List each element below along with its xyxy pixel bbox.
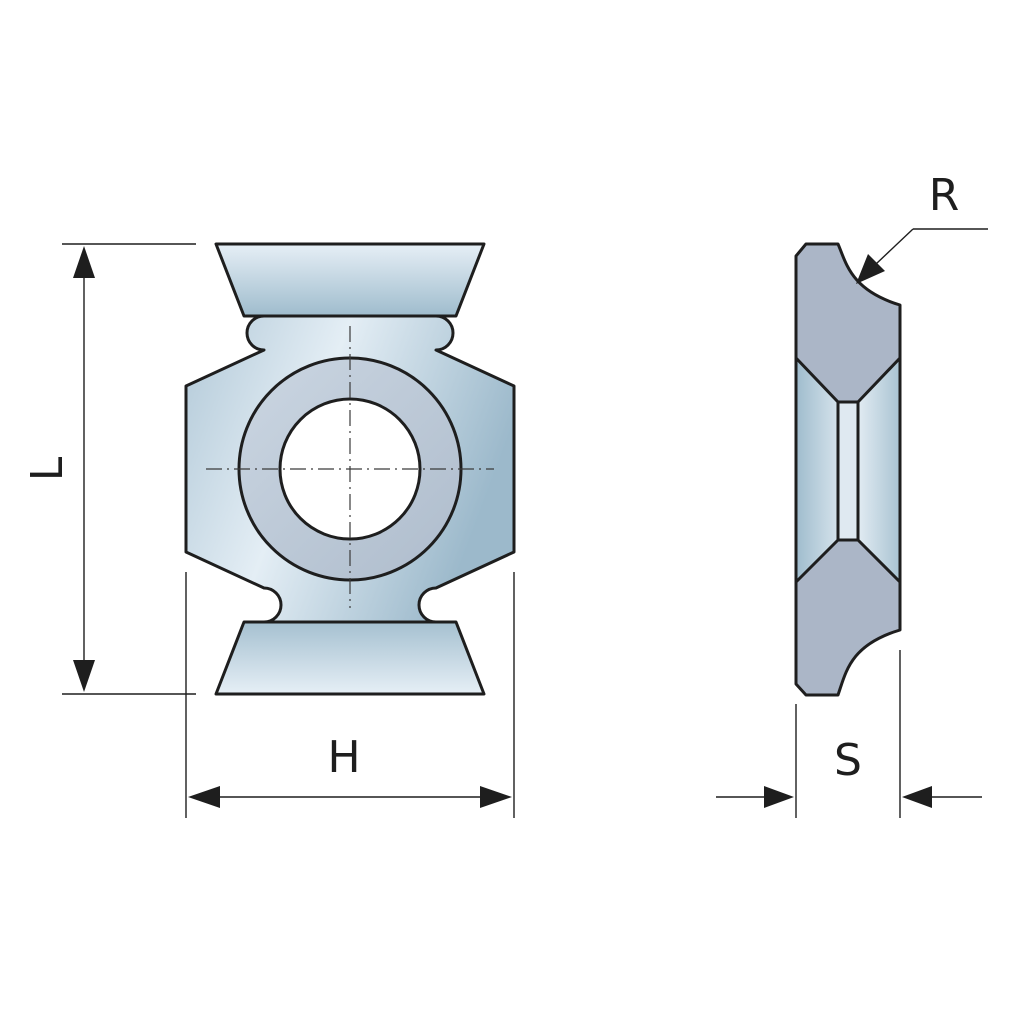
arrow-radius: [856, 254, 885, 284]
length-label: L: [22, 456, 73, 481]
dimension-length: L: [22, 243, 196, 695]
arrow-thickness-left: [764, 786, 794, 808]
thickness-label: S: [834, 735, 862, 786]
arrow-length-top: [73, 246, 95, 278]
arrow-width-right: [480, 786, 512, 808]
arrow-width-left: [188, 786, 220, 808]
side-bore-flat: [836, 400, 860, 542]
side-view: [794, 242, 902, 697]
radius-label: R: [929, 170, 960, 221]
arrow-length-bottom: [73, 660, 95, 692]
width-label: H: [327, 732, 360, 783]
dimension-thickness: S: [716, 650, 982, 818]
top-cutting-edge: [214, 242, 486, 318]
bottom-cutting-edge: [214, 620, 486, 696]
dimension-radius: R: [856, 170, 988, 284]
dimension-width: H: [185, 572, 515, 818]
front-view: [184, 242, 516, 696]
arrow-thickness-right: [902, 786, 932, 808]
